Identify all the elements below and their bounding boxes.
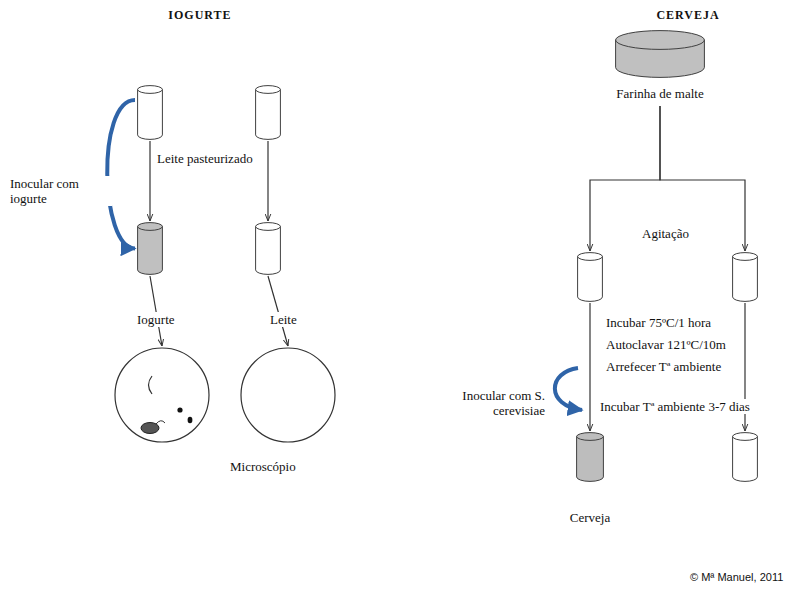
flask-cylinder — [732, 252, 758, 302]
cylinder-body — [256, 90, 281, 140]
cylinder-top — [256, 86, 281, 94]
microscope-view — [114, 347, 210, 443]
flow-arrow — [268, 276, 288, 346]
cylinder-body — [577, 437, 604, 482]
flask-cylinder — [137, 222, 163, 275]
edge-label: Inocular com iogurte — [8, 176, 112, 206]
cylinder-top — [138, 86, 163, 94]
cylinder-top — [578, 253, 603, 261]
edge-label: Iogurte — [135, 312, 177, 327]
node-caption: Farinha de malte — [613, 86, 708, 102]
edge-label: Leite — [268, 312, 299, 327]
flask-cylinder — [255, 85, 281, 140]
step-label: Incubar 75ºC/1 hora — [604, 315, 713, 330]
flask-cylinder — [577, 252, 603, 302]
circle-outline — [240, 347, 336, 443]
flow-arrow — [149, 141, 150, 221]
flask-cylinder: Farinha de malte — [613, 30, 708, 104]
flow-arrow — [267, 141, 268, 221]
circle-shape — [241, 348, 335, 442]
cylinder-top — [733, 433, 758, 441]
flask-cylinder — [255, 222, 281, 275]
flask-cylinder — [137, 85, 163, 140]
section-title: IOGURTE — [166, 8, 233, 23]
cylinder-top — [138, 223, 163, 231]
cylinder-outline — [732, 252, 758, 302]
cylinder-outline — [576, 432, 604, 482]
cylinder-top — [616, 31, 705, 50]
cylinder-top — [577, 433, 604, 441]
flow-arrow — [589, 303, 590, 431]
cylinder-body — [733, 437, 758, 482]
cylinder-body — [138, 90, 163, 140]
caption-label: Microscópio — [228, 459, 298, 474]
section-title: CERVEJA — [654, 8, 721, 23]
step-label: Incubar Tª ambiente 3-7 dias — [598, 399, 752, 414]
step-label: Agitação — [640, 226, 691, 241]
step-label: Leite pasteurizado — [155, 151, 255, 166]
cylinder-outline — [577, 252, 603, 302]
step-label: Autoclavar 121ºC/10m — [604, 337, 728, 352]
microbes — [141, 376, 192, 434]
flask-cylinder: Cerveja — [566, 432, 614, 528]
cylinder-outline — [137, 85, 163, 140]
cylinder-top — [733, 253, 758, 261]
cylinder-body — [578, 257, 603, 302]
cylinder-outline — [615, 30, 705, 78]
copyright-note: © Mª Manuel, 2011 — [688, 570, 785, 585]
step-label: Inocular com S. cerevisiae — [415, 388, 547, 418]
circle-outline — [114, 347, 210, 443]
cylinder-outline — [255, 222, 281, 275]
cylinder-outline — [732, 432, 758, 482]
cylinder-outline — [255, 85, 281, 140]
cylinder-top — [256, 223, 281, 231]
cylinder-body — [733, 257, 758, 302]
cylinder-body — [138, 227, 163, 275]
flask-cylinder — [732, 432, 758, 482]
inoculation-arrow — [555, 368, 582, 410]
circle-shape — [115, 348, 209, 442]
cylinder-body — [256, 227, 281, 275]
microscope-view — [240, 347, 336, 443]
flow-arrow — [150, 276, 162, 346]
inoculation-arrow — [107, 100, 135, 249]
node-caption: Cerveja — [566, 510, 614, 526]
cylinder-outline — [137, 222, 163, 275]
step-label: Arrefecer Tª ambiente — [604, 359, 723, 374]
